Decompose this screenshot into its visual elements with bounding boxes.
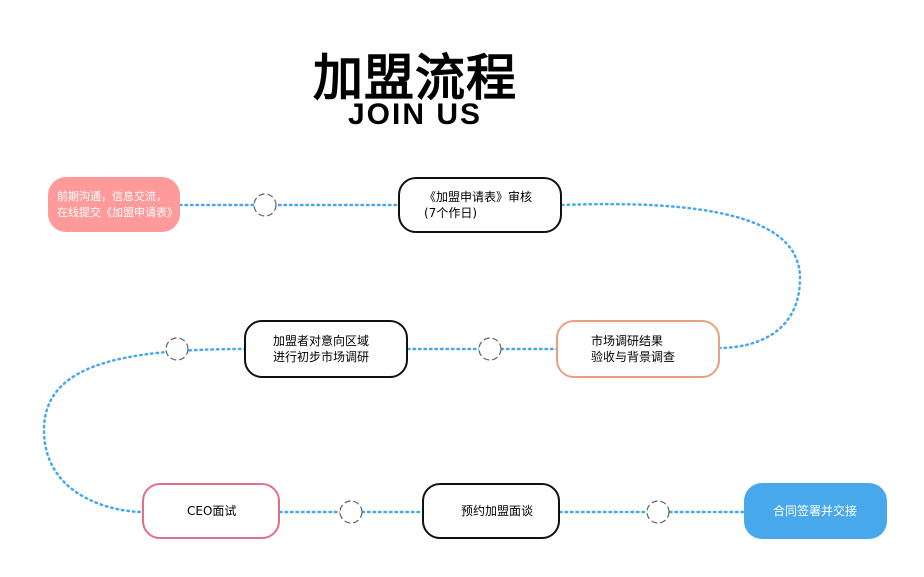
step-6-label: 预约加盟面谈	[461, 504, 534, 518]
page-title: 加盟流程	[313, 49, 517, 107]
connector-2-3	[560, 202, 802, 350]
step-2-application-review: 《加盟申请表》审核 (7个作日)	[398, 177, 562, 233]
connector-marker	[478, 337, 502, 361]
step-5-ceo-interview: CEO面试	[142, 483, 280, 539]
step-3-line-2: 验收与背景调查	[591, 350, 676, 364]
step-4-market-research: 加盟者对意向区域 进行初步市场调研	[244, 320, 408, 378]
step-2-line-1: 《加盟申请表》审核	[424, 190, 533, 204]
step-4-line-2: 进行初步市场调研	[273, 350, 370, 364]
step-3-line-1: 市场调研结果	[591, 334, 664, 348]
connector-marker	[339, 500, 363, 524]
step-2-line-2: (7个作日)	[424, 206, 477, 220]
connector-marker	[646, 500, 670, 524]
page-subtitle: JOIN US	[347, 98, 483, 131]
step-1-initial-contact: 前期沟通，信息交流， 在线提交《加盟申请表》	[48, 177, 180, 232]
step-7-contract-signing: 合同签署并交接	[744, 483, 887, 539]
step-7-label: 合同签署并交接	[773, 504, 858, 518]
step-3-market-verification: 市场调研结果 验收与背景调查	[556, 320, 720, 378]
step-5-label: CEO面试	[187, 504, 237, 518]
step-6-franchise-meeting: 预约加盟面谈	[422, 483, 560, 539]
connector-marker	[165, 337, 189, 361]
step-4-line-1: 加盟者对意向区域	[273, 334, 370, 348]
step-1-line-1: 前期沟通，信息交流，	[57, 189, 167, 203]
connector-marker	[253, 193, 277, 217]
step-1-line-2: 在线提交《加盟申请表》	[57, 205, 178, 219]
